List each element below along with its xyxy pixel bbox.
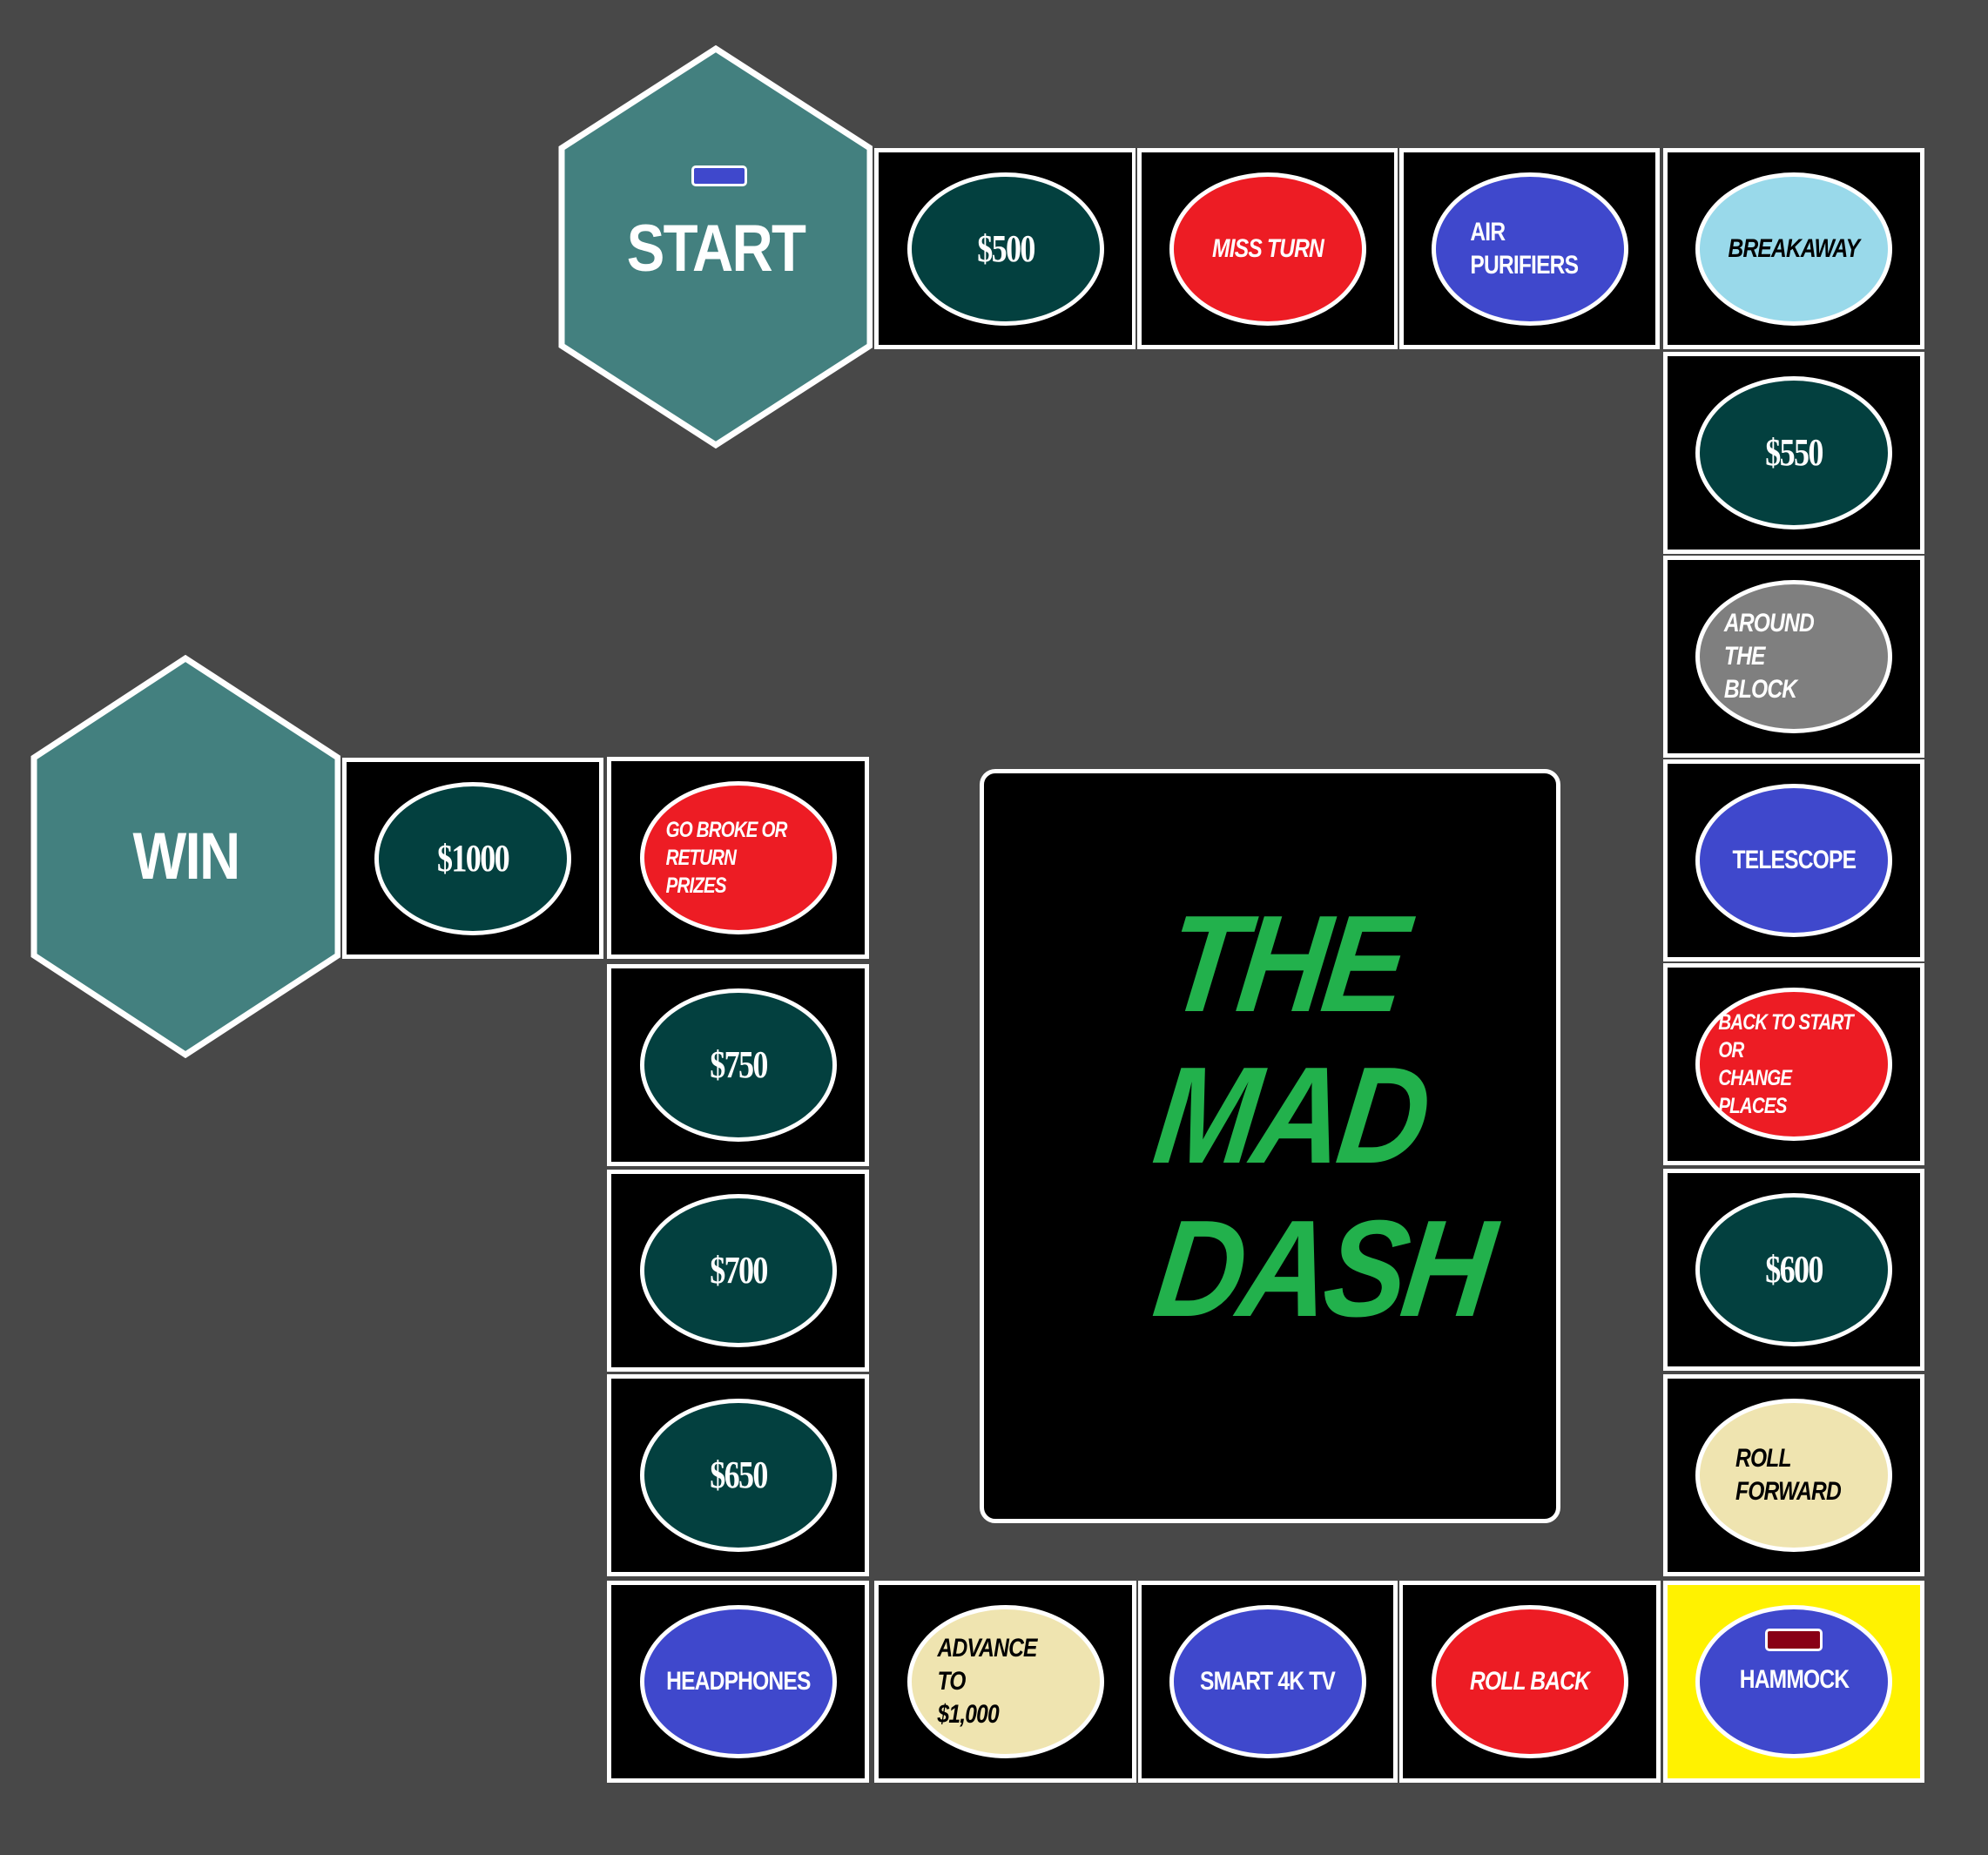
space-go-broke[interactable]: GO BROKE OR RETURN PRIZES [605,755,871,961]
space-oval: HAMMOCK [1695,1605,1892,1758]
space-oval: ADVANCE TO $1,000 [906,1605,1104,1758]
start-space[interactable]: START [558,45,873,449]
space-750[interactable]: $750 [605,962,871,1168]
hexagon-shape-icon [30,655,341,1058]
space-miss-turn[interactable]: MISS TURN [1136,146,1400,351]
space-oval: $600 [1695,1193,1892,1346]
title-line-mad: MAD [1146,1039,1434,1192]
space-oval: $550 [1695,376,1892,530]
space-label: $600 [1765,1248,1823,1291]
space-label: HAMMOCK [1739,1665,1849,1694]
space-advance-to-1000[interactable]: ADVANCE TO $1,000 [873,1579,1138,1784]
space-label: AIR PURIFIERS [1469,217,1579,280]
space-headphones[interactable]: HEADPHONES [605,1579,871,1784]
space-label: ROLL FORWARD [1735,1444,1842,1506]
space-smart-4k-tv[interactable]: SMART 4K TV [1136,1579,1399,1784]
space-oval: ROLL FORWARD [1695,1399,1892,1552]
space-650[interactable]: $650 [605,1373,871,1578]
player-token-red[interactable] [1765,1629,1823,1651]
space-oval: HEADPHONES [639,1605,837,1758]
game-title-card: THE MAD DASH [980,769,1560,1523]
space-roll-forward[interactable]: ROLL FORWARD [1661,1373,1926,1578]
space-550[interactable]: $550 [1661,350,1926,556]
space-700[interactable]: $700 [605,1168,871,1373]
space-label: $650 [709,1454,768,1496]
space-air-purifiers[interactable]: AIR PURIFIERS [1398,146,1661,351]
space-oval: $500 [906,172,1104,326]
space-label: MISS TURN [1212,233,1324,263]
space-oval: TELESCOPE [1695,784,1892,937]
space-roll-back[interactable]: ROLL BACK [1397,1579,1662,1784]
space-1000[interactable]: $1000 [340,756,605,961]
space-label: $500 [976,226,1035,270]
space-label: $1000 [437,836,510,880]
space-oval: SMART 4K TV [1169,1605,1366,1758]
hexagon-shape-icon [558,45,873,449]
space-label: BACK TO START OR CHANGE PLACES [1718,1010,1853,1118]
space-oval: ROLL BACK [1431,1605,1628,1758]
space-label: HEADPHONES [665,1667,811,1696]
space-oval: $650 [639,1399,837,1552]
start-label: START [626,212,806,286]
space-oval: MISS TURN [1169,172,1366,326]
space-oval: AROUND THE BLOCK [1695,580,1892,733]
title-line-the: THE [1158,887,1412,1041]
player-token-blue[interactable] [691,165,747,186]
space-oval: GO BROKE OR RETURN PRIZES [639,781,837,934]
space-around-the-block[interactable]: AROUND THE BLOCK [1661,554,1926,759]
space-label: GO BROKE OR RETURN PRIZES [665,818,787,898]
space-oval: $700 [639,1194,837,1347]
space-telescope[interactable]: TELESCOPE [1661,758,1926,963]
space-label: $550 [1765,431,1823,474]
win-label: WIN [132,820,241,894]
space-oval: $750 [639,988,837,1142]
space-oval: BACK TO START OR CHANGE PLACES [1695,988,1892,1141]
title-line-dash: DASH [1146,1192,1499,1346]
space-label: BREAKAWAY [1728,233,1861,263]
space-label: $750 [709,1043,768,1086]
space-label: ADVANCE TO $1,000 [937,1634,1037,1729]
space-oval: AIR PURIFIERS [1431,172,1628,326]
space-600[interactable]: $600 [1661,1167,1926,1373]
space-oval: BREAKAWAY [1695,172,1892,326]
space-hammock[interactable]: HAMMOCK [1661,1579,1926,1784]
space-back-to-start[interactable]: BACK TO START OR CHANGE PLACES [1661,961,1926,1167]
space-label: AROUND THE BLOCK [1723,609,1815,704]
win-space[interactable]: WIN [30,655,341,1058]
space-breakaway[interactable]: BREAKAWAY [1661,146,1926,351]
space-label: TELESCOPE [1732,846,1856,874]
space-500[interactable]: $500 [873,146,1138,351]
space-label: $700 [709,1249,768,1292]
space-label: ROLL BACK [1469,1667,1590,1696]
space-label: SMART 4K TV [1199,1667,1336,1696]
space-oval: $1000 [374,781,571,935]
